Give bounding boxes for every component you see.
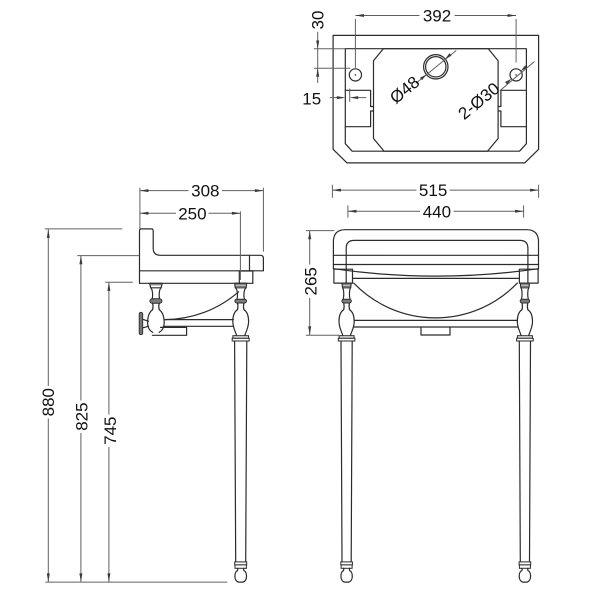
svg-text:15: 15 bbox=[302, 89, 321, 108]
svg-text:250: 250 bbox=[178, 204, 206, 223]
svg-text:515: 515 bbox=[419, 181, 447, 200]
svg-text:440: 440 bbox=[423, 202, 451, 221]
svg-text:825: 825 bbox=[72, 402, 91, 430]
svg-text:392: 392 bbox=[423, 7, 451, 26]
svg-text:880: 880 bbox=[39, 388, 58, 416]
svg-text:30: 30 bbox=[309, 11, 328, 30]
svg-text:745: 745 bbox=[101, 417, 120, 445]
svg-text:265: 265 bbox=[302, 267, 321, 295]
svg-text:308: 308 bbox=[191, 182, 219, 201]
